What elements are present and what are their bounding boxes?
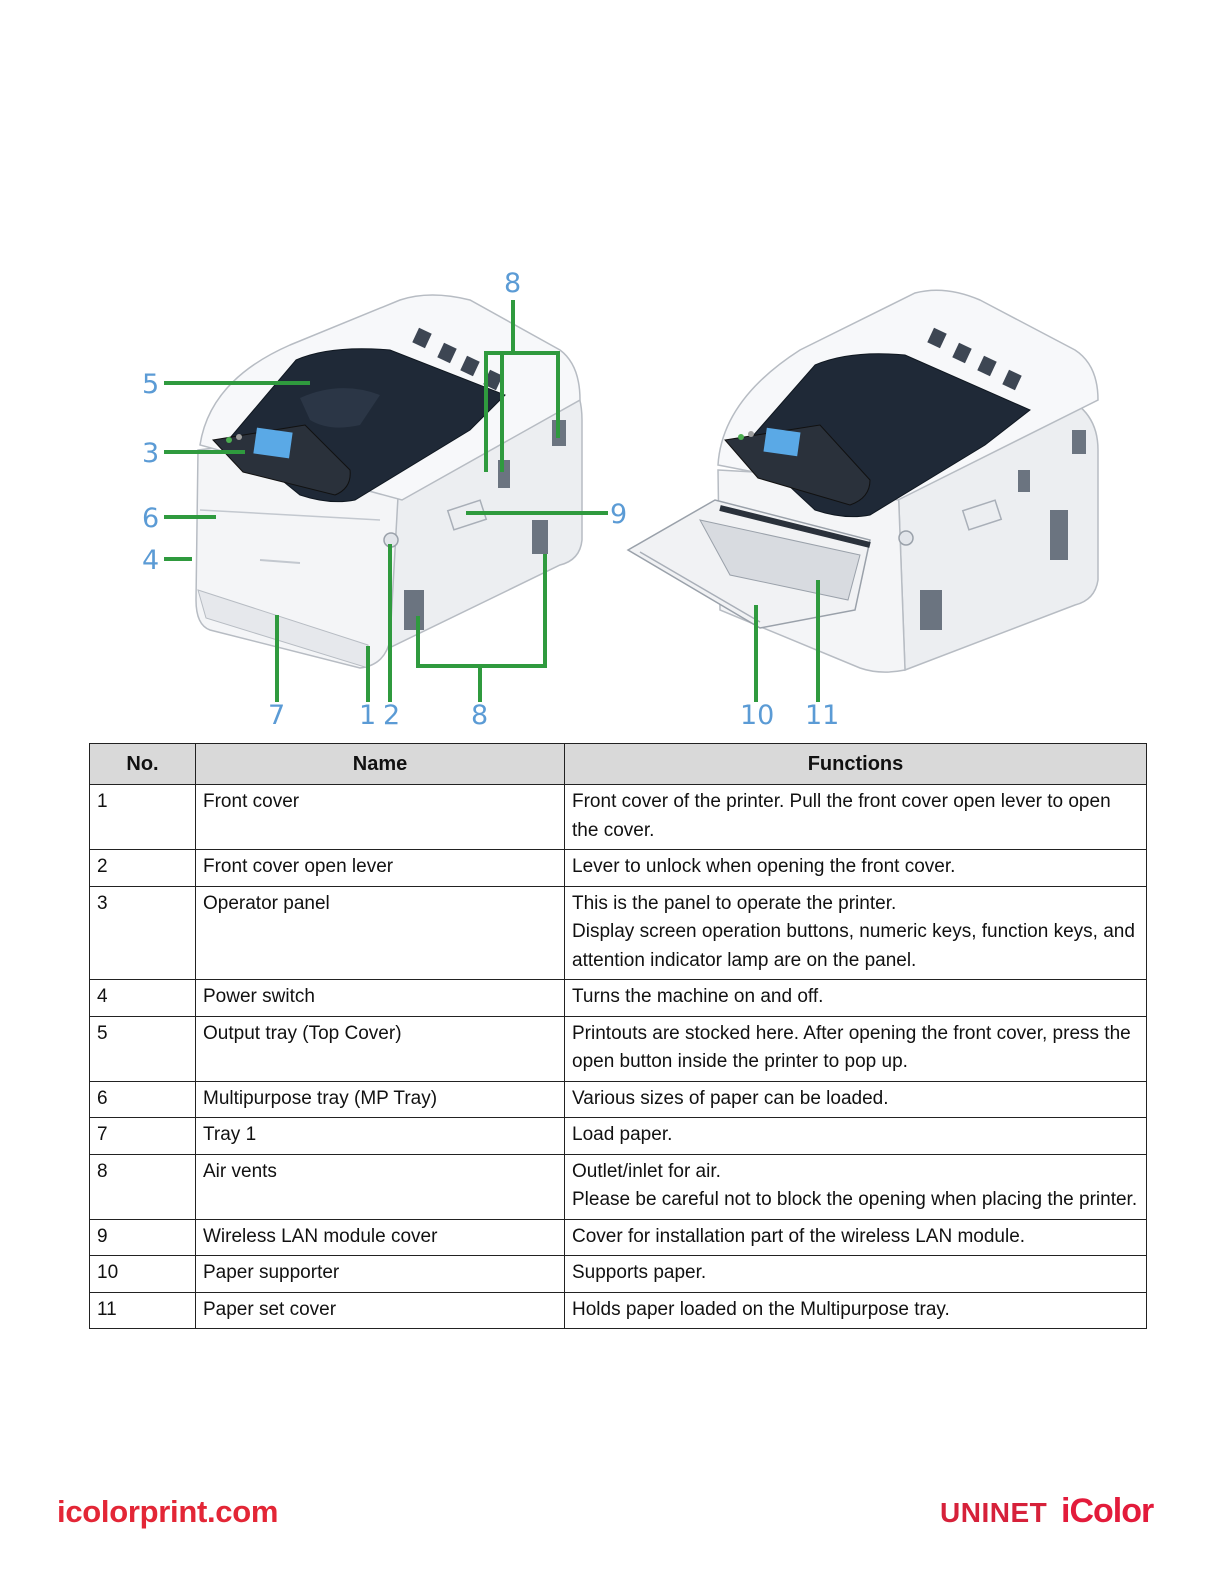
cell-no: 5 bbox=[89, 1015, 196, 1082]
callout-4: 4 bbox=[142, 545, 159, 576]
callout-3: 3 bbox=[142, 438, 159, 469]
header-no: No. bbox=[89, 743, 196, 785]
cell-name: Power switch bbox=[195, 979, 565, 1017]
cell-no: 4 bbox=[89, 979, 196, 1017]
cell-name: Multipurpose tray (MP Tray) bbox=[195, 1080, 565, 1118]
cell-no: 11 bbox=[89, 1291, 196, 1329]
callout-numbers: 5 3 6 4 8 9 7 1 2 8 10 11 bbox=[142, 268, 839, 731]
leader-lines bbox=[164, 300, 820, 702]
cell-function: This is the panel to operate the printer… bbox=[564, 885, 1147, 980]
cell-name: Output tray (Top Cover) bbox=[195, 1015, 565, 1082]
cell-function: Lever to unlock when opening the front c… bbox=[564, 849, 1147, 887]
cell-name: Front cover open lever bbox=[195, 849, 565, 887]
uninet-logo: UNINET bbox=[940, 1497, 1048, 1528]
cell-function: Holds paper loaded on the Multipurpose t… bbox=[564, 1291, 1147, 1329]
callout-1: 1 bbox=[359, 700, 376, 731]
cell-name: Paper set cover bbox=[195, 1291, 565, 1329]
cell-no: 7 bbox=[89, 1117, 196, 1155]
cell-no: 2 bbox=[89, 849, 196, 887]
table-header-row: No. Name Functions bbox=[89, 743, 1147, 785]
cell-function: Load paper. bbox=[564, 1117, 1147, 1155]
cell-function: Supports paper. bbox=[564, 1255, 1147, 1293]
printer-diagram: 5 3 6 4 8 9 7 1 2 8 10 11 bbox=[142, 268, 1099, 731]
cell-no: 3 bbox=[89, 885, 196, 980]
cell-name: Operator panel bbox=[195, 885, 565, 980]
callout-10: 10 bbox=[740, 700, 774, 731]
cell-function: Various sizes of paper can be loaded. bbox=[564, 1080, 1147, 1118]
callout-9: 9 bbox=[610, 499, 627, 530]
cell-function: Turns the machine on and off. bbox=[564, 979, 1147, 1017]
header-functions: Functions bbox=[564, 743, 1147, 785]
callout-6: 6 bbox=[142, 503, 159, 534]
cell-name: Paper supporter bbox=[195, 1255, 565, 1293]
callout-8-top: 8 bbox=[504, 268, 521, 299]
callout-5: 5 bbox=[142, 369, 159, 400]
cell-no: 6 bbox=[89, 1080, 196, 1118]
cell-no: 9 bbox=[89, 1218, 196, 1256]
callout-8-bottom: 8 bbox=[471, 700, 488, 731]
callout-7: 7 bbox=[268, 700, 285, 731]
cell-name: Air vents bbox=[195, 1153, 565, 1220]
cell-function: Cover for installation part of the wirel… bbox=[564, 1218, 1147, 1256]
header-name: Name bbox=[195, 743, 565, 785]
cell-function: Outlet/inlet for air. Please be careful … bbox=[564, 1153, 1147, 1220]
icolor-logo: iColor bbox=[1061, 1492, 1154, 1530]
cell-no: 1 bbox=[89, 784, 196, 850]
cell-name: Tray 1 bbox=[195, 1117, 565, 1155]
cell-name: Wireless LAN module cover bbox=[195, 1218, 565, 1256]
printer-front-view bbox=[195, 294, 583, 669]
cell-no: 10 bbox=[89, 1255, 196, 1293]
callout-11: 11 bbox=[805, 700, 839, 731]
cell-function: Front cover of the printer. Pull the fro… bbox=[564, 784, 1147, 850]
footer-website-link[interactable]: icolorprint.com bbox=[57, 1494, 279, 1529]
cell-function: Printouts are stocked here. After openin… bbox=[564, 1015, 1147, 1082]
cell-no: 8 bbox=[89, 1153, 196, 1220]
printer-mp-tray-open-view bbox=[626, 289, 1099, 673]
callout-2: 2 bbox=[383, 700, 400, 731]
cell-name: Front cover bbox=[195, 784, 565, 850]
